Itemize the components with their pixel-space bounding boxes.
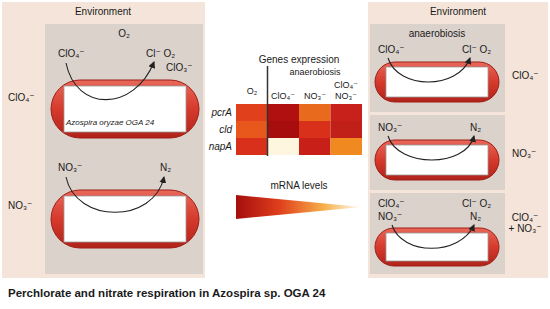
- bacterium-rod: [51, 80, 199, 138]
- cell-interior: [386, 67, 488, 97]
- ion-label: NO₃⁻: [8, 200, 32, 212]
- mrna-gradient-wedge: [236, 195, 362, 219]
- ion-label: ClO₃⁻: [166, 62, 193, 74]
- ion-label: Cl⁻ O₂: [462, 44, 491, 56]
- bacterium-rod: [375, 228, 499, 266]
- ion-label: N₂: [470, 211, 481, 223]
- bacterium-cell: NO₃⁻ N₂: [374, 122, 500, 184]
- environment-panel: EnvironmentClO₄⁻ NO₃⁻ O₂ ClO₄⁻ Cl⁻ O₂ ClO₃⁻ Az…: [2, 2, 205, 278]
- ion-label: NO₃⁻: [58, 162, 82, 174]
- row-divider: [368, 190, 548, 193]
- column-header: ClO₄⁻ NO₃⁻: [331, 80, 361, 102]
- ion-label: ClO₄⁻: [58, 48, 85, 60]
- ion-label: NO₃⁻: [512, 148, 536, 160]
- environment-panel: EnvironmentClO₄⁻NO₃⁻ClO₄⁻ + NO₃⁻anaerobi…: [368, 2, 548, 278]
- reaction-arrow: [388, 136, 474, 160]
- oxygen-region: O₂ ClO₄⁻ Cl⁻ O₂ ClO₃⁻ Azospira oryzae OGA 24…: [45, 24, 203, 274]
- cell-interior: [386, 233, 488, 261]
- reaction-arrow: [66, 177, 164, 212]
- row-label: pcrA: [211, 107, 232, 119]
- cell-interior: [64, 86, 186, 132]
- row-divider: [368, 112, 548, 115]
- bacterium-cell: ClO₄⁻NO₃⁻ Cl⁻ O₂N₂: [374, 198, 500, 268]
- heatmap-cell: [331, 104, 363, 121]
- heatmap-cell: [268, 121, 300, 138]
- heatmap-cell: [268, 104, 300, 121]
- column-group-header: anaerobiosis: [289, 67, 340, 78]
- reaction-arrow: [66, 62, 154, 100]
- bacterium-rod: [51, 190, 199, 248]
- ion-label: NO₃⁻: [378, 211, 402, 223]
- bacterium-cell: ClO₄⁻ Cl⁻ O₂: [374, 44, 500, 106]
- ion-label: ClO₄⁻: [378, 44, 405, 56]
- chart-title: Genes expression: [259, 54, 340, 66]
- scale-label: mRNA levels: [270, 180, 327, 192]
- heatmap-cell: [299, 138, 331, 155]
- heatmap-cell: [236, 121, 268, 138]
- figure-caption: Perchlorate and nitrate respiration in A…: [8, 287, 325, 301]
- bacterium-cell: ClO₄⁻ Cl⁻ O₂ ClO₃⁻ Azospira oryzae OGA 24: [50, 48, 200, 140]
- bacterium-illustration: [50, 162, 200, 250]
- region-title: Environment: [75, 6, 131, 18]
- region-title: Environment: [430, 6, 486, 18]
- row-label: cld: [219, 124, 232, 136]
- ion-label: Cl⁻ O₂: [146, 48, 175, 60]
- ion-label: NO₃⁻: [378, 122, 402, 134]
- row-label: napA: [209, 141, 232, 153]
- column-header: NO₃⁻: [304, 91, 326, 102]
- reaction-arrow: [388, 58, 470, 82]
- ion-label: Azospira oryzae OGA 24: [66, 118, 154, 128]
- heatmap-cell: [299, 121, 331, 138]
- anaerobiosis-region: anaerobiosisClO₄⁻Cl⁻ O₂NO₃⁻N₂ClO₄⁻NO₃⁻Cl…: [370, 24, 505, 274]
- heatmap-cell: [331, 138, 363, 155]
- ion-label: Cl⁻ O₂: [462, 198, 491, 210]
- heatmap-cell: [299, 104, 331, 121]
- ion-label: ClO₄⁻: [378, 198, 405, 210]
- ion-label: ClO₄⁻: [512, 70, 539, 82]
- ion-label: ClO₄⁻: [8, 92, 35, 104]
- reaction-arrow: [392, 225, 474, 248]
- column-header: O₂: [247, 86, 258, 97]
- cell-interior: [64, 196, 186, 242]
- region-title: O₂: [118, 28, 130, 40]
- ion-label: N₂: [160, 162, 171, 174]
- column-header: ClO₄⁻: [271, 91, 295, 102]
- region-title: anaerobiosis: [409, 28, 466, 40]
- heatmap-cell: [268, 138, 300, 155]
- heatmap-cell: [236, 138, 268, 155]
- bacterium-cell: NO₃⁻ N₂: [50, 162, 200, 250]
- heatmap-cell: [331, 121, 363, 138]
- condition-divider: [267, 66, 269, 156]
- heatmap-cell: [236, 104, 268, 121]
- ion-label: ClO₄⁻ + NO₃⁻: [508, 212, 542, 234]
- ion-label: N₂: [470, 122, 481, 134]
